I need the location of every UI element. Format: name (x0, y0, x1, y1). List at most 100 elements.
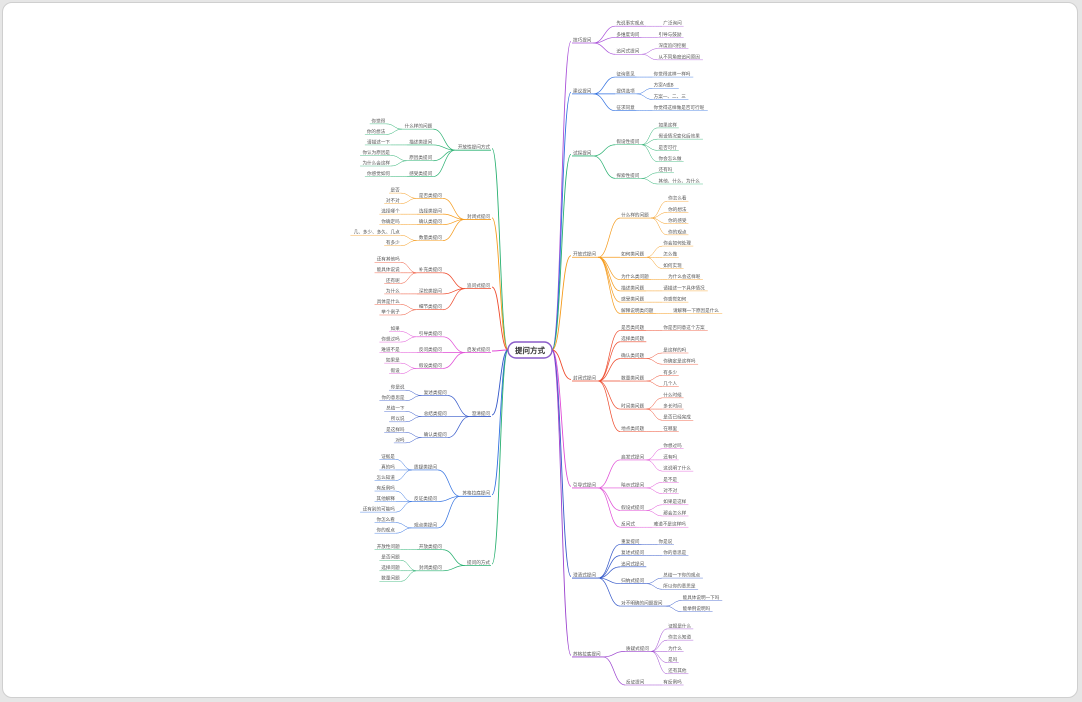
leaf-label[interactable]: 你觉得这样一样吗 (654, 70, 691, 77)
leaf-label[interactable]: 如果是这样 (663, 498, 686, 505)
branch-label[interactable]: 封闭式提问 (467, 213, 490, 220)
child-label[interactable]: 假设式提问 (621, 504, 644, 511)
leaf-label[interactable]: 为什么 (386, 287, 400, 294)
child-label[interactable]: 是否类提问 (419, 192, 442, 199)
branch-label[interactable]: 开放性提问方式 (458, 144, 491, 151)
child-label[interactable]: 复述式提问 (621, 549, 644, 556)
leaf-label[interactable]: 能具体说说 (377, 266, 400, 273)
leaf-label[interactable]: 为什么 (668, 645, 682, 652)
child-label[interactable]: 深挖类提问 (419, 287, 442, 294)
leaf-label[interactable]: 你想过吗 (381, 335, 400, 342)
leaf-label[interactable]: 能举例说明吗 (683, 605, 711, 612)
leaf-label[interactable]: 所以你的意思是 (663, 583, 696, 590)
child-label[interactable]: 质疑类提问 (414, 463, 437, 470)
leaf-label[interactable]: 假设情况变化后效果 (658, 133, 700, 140)
child-label[interactable]: 确认类提问 (419, 218, 442, 225)
child-label[interactable]: 对不明确的问题提问 (621, 600, 663, 607)
child-label[interactable]: 提供选项 (616, 87, 635, 94)
leaf-label[interactable]: 那会怎么样 (663, 509, 686, 516)
leaf-label[interactable]: 有多少 (663, 369, 677, 376)
leaf-label[interactable]: 这说明了什么 (663, 465, 691, 472)
leaf-label[interactable]: 为什么会这样 (362, 159, 390, 166)
leaf-label[interactable]: 你感觉如何 (663, 296, 686, 303)
leaf-label[interactable]: 总结一下 (386, 405, 405, 412)
leaf-label[interactable]: 所以说 (391, 415, 405, 422)
child-label[interactable]: 多维度询问 (616, 31, 639, 38)
leaf-label[interactable]: 你的意思是 (663, 549, 686, 556)
leaf-label[interactable]: 你是说 (391, 384, 405, 391)
leaf-label[interactable]: 有反例吗 (663, 678, 682, 685)
leaf-label[interactable]: 你是否同意这个方案 (663, 324, 705, 331)
leaf-label[interactable]: 你的感受 (668, 217, 687, 224)
child-label[interactable]: 确认类问题 (621, 352, 644, 359)
leaf-label[interactable]: 数量问题 (381, 575, 400, 582)
leaf-label[interactable]: 在哪里 (663, 425, 677, 432)
leaf-label[interactable]: 能具体说明一下吗 (683, 594, 720, 601)
child-label[interactable]: 启发式提问 (621, 453, 644, 460)
child-label[interactable]: 确认类提问 (424, 431, 447, 438)
leaf-label[interactable]: 你是说 (658, 538, 672, 545)
branch-label[interactable]: 澄清提问 (472, 410, 491, 417)
leaf-label[interactable]: 多长时间 (663, 402, 682, 409)
child-label[interactable]: 选择类提问 (419, 208, 442, 215)
leaf-label[interactable]: 是这样的吗 (663, 346, 686, 353)
child-label[interactable]: 数量类问题 (621, 374, 644, 381)
branch-label[interactable]: 引导式提问 (573, 481, 596, 488)
leaf-label[interactable]: 请描述一下 (367, 138, 390, 145)
leaf-label[interactable]: 还有呢 (386, 277, 400, 284)
leaf-label[interactable]: 广泛询问 (663, 20, 682, 27)
leaf-label[interactable]: 如何实现 (663, 262, 682, 269)
leaf-label[interactable]: 举个例子 (381, 308, 400, 315)
leaf-label[interactable]: 还有吗 (658, 166, 672, 173)
leaf-label[interactable]: 深度追问挖掘 (658, 42, 686, 49)
child-label[interactable]: 什么样的问题 (405, 123, 433, 130)
leaf-label[interactable]: 有多少 (386, 239, 400, 246)
child-label[interactable]: 描述类问题 (621, 284, 644, 291)
child-label[interactable]: 反问类提问 (419, 346, 442, 353)
child-label[interactable]: 原因类提问 (409, 154, 432, 161)
leaf-label[interactable]: 其他、什么、为什么 (658, 177, 700, 184)
leaf-label[interactable]: 如果这样 (658, 121, 677, 128)
leaf-label[interactable]: 你觉得 (371, 117, 385, 124)
leaf-label[interactable]: 对不对 (663, 487, 677, 494)
leaf-label[interactable]: 什么时候 (663, 391, 682, 398)
leaf-label[interactable]: 几、多少、多久、几点 (354, 229, 400, 236)
leaf-label[interactable]: 如果 (390, 325, 400, 332)
leaf-label[interactable]: 是否可行 (658, 144, 677, 151)
branch-label[interactable]: 苏格拉底提问 (573, 650, 601, 657)
leaf-label[interactable]: 是否问题 (381, 554, 400, 561)
child-label[interactable]: 观点类提问 (414, 521, 437, 528)
leaf-label[interactable]: 你的想法 (367, 128, 386, 135)
child-label[interactable]: 是否类问题 (621, 324, 644, 331)
child-label[interactable]: 征求同意 (616, 104, 635, 111)
leaf-label[interactable]: 你的意思是 (382, 394, 405, 401)
child-label[interactable]: 反问式 (621, 521, 635, 528)
child-label[interactable]: 假设性提问 (616, 138, 639, 145)
child-label[interactable]: 假设类提问 (419, 362, 442, 369)
branch-label[interactable]: 澄清式提问 (573, 571, 596, 578)
child-label[interactable]: 反证类提问 (414, 495, 437, 502)
child-label[interactable]: 追问式提问 (621, 560, 644, 567)
leaf-label[interactable]: 你怎么看 (668, 195, 687, 202)
leaf-label[interactable]: 有反例吗 (376, 484, 395, 491)
leaf-label[interactable]: 怎么知道 (376, 474, 395, 481)
child-label[interactable]: 封闭类提问 (419, 564, 442, 571)
child-label[interactable]: 为什么类问题 (621, 273, 649, 280)
leaf-label[interactable]: 是吗 (668, 656, 678, 663)
root-node[interactable]: 提问方式 (507, 341, 553, 359)
leaf-label[interactable]: 请解释一下原因是什么 (673, 307, 719, 314)
leaf-label[interactable]: 开放性问题 (377, 543, 400, 550)
leaf-label[interactable]: 具体是什么 (377, 298, 400, 305)
child-label[interactable]: 重复提问 (621, 538, 640, 545)
child-label[interactable]: 感受类问题 (621, 296, 644, 303)
leaf-label[interactable]: 为什么会这样呢 (668, 273, 701, 280)
child-label[interactable]: 如何类问题 (621, 251, 644, 258)
leaf-label[interactable]: 你的观点 (668, 228, 687, 235)
branch-label[interactable]: 提问的方式 (467, 559, 490, 566)
leaf-label[interactable]: 难道不是 (381, 346, 400, 353)
leaf-label[interactable]: 总结一下你的观点 (663, 571, 700, 578)
child-label[interactable]: 反证提问 (626, 678, 645, 685)
child-label[interactable]: 数量类提问 (419, 234, 442, 241)
leaf-label[interactable]: 是不是 (663, 477, 677, 483)
child-label[interactable]: 征询意见 (616, 70, 635, 77)
